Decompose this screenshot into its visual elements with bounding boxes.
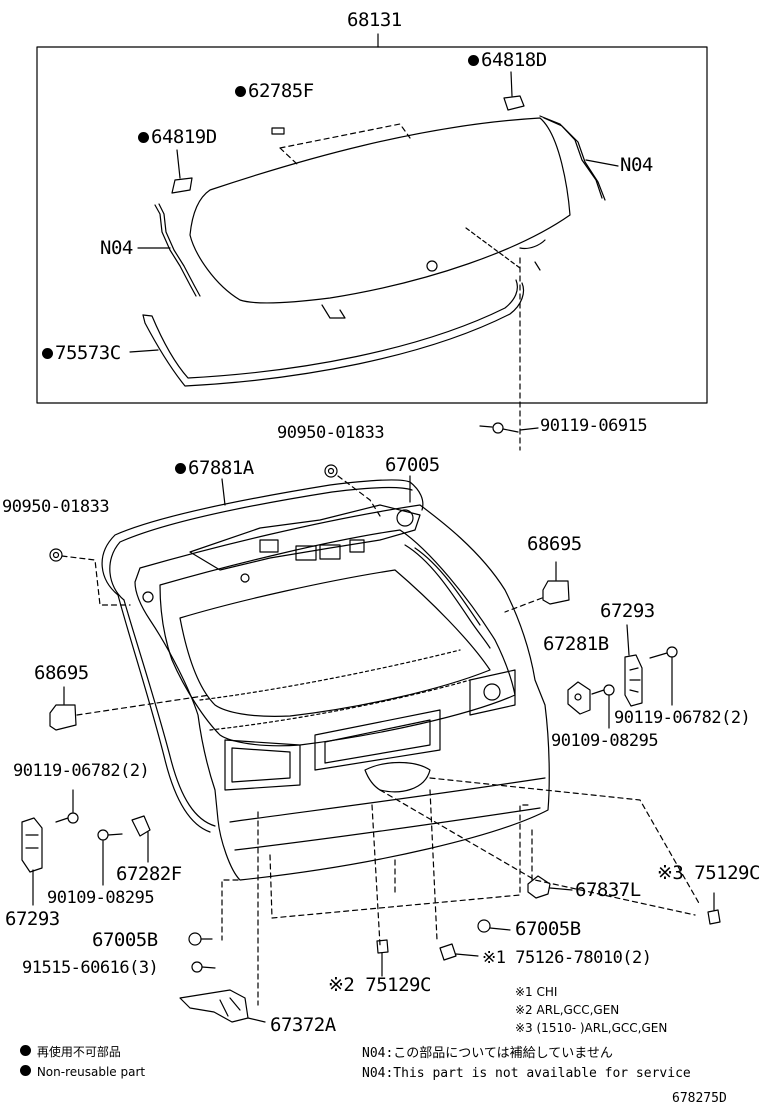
label-91515-60616: 91515-60616(3): [22, 958, 159, 978]
screw-91515: [191, 961, 216, 973]
dash-67005B-left: [221, 879, 239, 941]
label-64819D: 64819D: [138, 127, 217, 147]
bolt-90119-06915: [492, 422, 539, 434]
label-75126-78010: ※1 75126-78010(2): [482, 948, 652, 968]
label-67837L: 67837L: [575, 879, 641, 901]
legend-en: Non-reusable part: [20, 1065, 145, 1080]
non-reusable-dot-icon: [468, 55, 479, 66]
bumper-68695-left: [49, 686, 211, 731]
hinge-left-group: [21, 789, 151, 906]
footnote-2: ※2 ARL,GCC,GEN: [515, 1003, 620, 1017]
legend-en-text: Non-reusable part: [36, 1065, 146, 1079]
label-68131: 68131: [347, 9, 402, 31]
label-90119-06782-left: 90119-06782(2): [13, 761, 150, 781]
label-67005B-right: 67005B: [515, 918, 581, 940]
label-n04-left: N04: [100, 237, 133, 259]
dash-lower-frame: [269, 804, 531, 919]
label-67005B-left: 67005B: [92, 929, 158, 951]
label-67281B: 67281B: [543, 633, 609, 655]
clip-75129C-right: [707, 892, 721, 925]
label-67293-left: 67293: [5, 908, 60, 930]
clip-90950-left: [49, 548, 131, 606]
label-62785F-text: 62785F: [248, 80, 314, 102]
label-75573C-text: 75573C: [55, 342, 121, 364]
back-door-panel: [134, 504, 550, 881]
label-90119-06782-right: 90119-06782(2): [614, 708, 751, 728]
n04-left-wire: [137, 203, 201, 297]
non-reusable-dot-icon: [20, 1045, 31, 1056]
label-68695-left: 68695: [34, 662, 89, 684]
part-64819D: [171, 149, 193, 194]
label-90950-top: 90950-01833: [277, 423, 385, 443]
hinge-right-group: [567, 624, 678, 729]
label-75129C-right: ※3 75129C: [657, 862, 760, 884]
clip-90950-top: [324, 464, 381, 517]
dash-75126: [429, 789, 438, 941]
label-67881A: 67881A: [175, 458, 254, 478]
label-n04-right: N04: [620, 154, 653, 176]
grommet-67005B-right: [477, 919, 511, 933]
bumper-68695-right: [504, 561, 570, 613]
label-67293-right: 67293: [600, 600, 655, 622]
label-64819D-text: 64819D: [151, 126, 217, 148]
non-reusable-dot-icon: [42, 348, 53, 359]
dash-75129C-bottom: [371, 804, 381, 946]
label-62785F: 62785F: [235, 81, 314, 101]
molding-75573C: [129, 279, 525, 387]
legend-ja-text: 再使用不可部品: [36, 1045, 121, 1059]
part-64818D: [503, 71, 525, 111]
dash-right-diagonal-2: [379, 789, 696, 916]
clip-75129C-bottom: [376, 939, 389, 977]
label-90109-08295-right: 90109-08295: [551, 731, 659, 751]
clip-62785F: [271, 127, 285, 135]
label-67282F: 67282F: [116, 863, 182, 885]
n04-note-ja: N04:この部品については補給していません: [362, 1046, 613, 1061]
label-67372A: 67372A: [270, 1014, 336, 1036]
footnote-3: ※3 (1510- )ARL,GCC,GEN: [515, 1021, 668, 1035]
label-75573C: 75573C: [42, 343, 121, 363]
non-reusable-dot-icon: [175, 463, 186, 474]
label-90119-06915: 90119-06915: [540, 416, 648, 436]
label-90109-08295-left: 90109-08295: [47, 888, 155, 908]
handle-67837L: [527, 875, 573, 899]
non-reusable-dot-icon: [138, 132, 149, 143]
leader-62785F: [279, 123, 411, 166]
non-reusable-dot-icon: [235, 86, 246, 97]
diagram-id: 678275D: [672, 1091, 727, 1106]
weatherstrip-67881A: [101, 478, 424, 833]
footnote-1: ※1 CHI: [515, 985, 558, 999]
n04-right-wire: [539, 115, 619, 201]
back-window-glass: [189, 117, 571, 319]
label-68695-right: 68695: [527, 533, 582, 555]
grommet-67005B-left: [188, 932, 213, 946]
label-64818D-text: 64818D: [481, 49, 547, 71]
clip-75126: [439, 943, 479, 961]
lock-67372A: [179, 989, 266, 1023]
non-reusable-dot-icon: [20, 1065, 31, 1076]
legend-ja: 再使用不可部品: [20, 1045, 121, 1060]
label-67005: 67005: [385, 454, 440, 476]
dash-right-diagonal: [429, 777, 701, 906]
glass-group-box: [36, 46, 708, 404]
label-90950-left: 90950-01833: [2, 497, 110, 517]
label-75129C-bottom: ※2 75129C: [328, 974, 431, 996]
label-67881A-text: 67881A: [188, 457, 254, 479]
n04-note-en: N04:This part is not available for servi…: [362, 1066, 691, 1081]
label-64818D: 64818D: [468, 50, 547, 70]
leader-90119-06915: [479, 425, 493, 428]
